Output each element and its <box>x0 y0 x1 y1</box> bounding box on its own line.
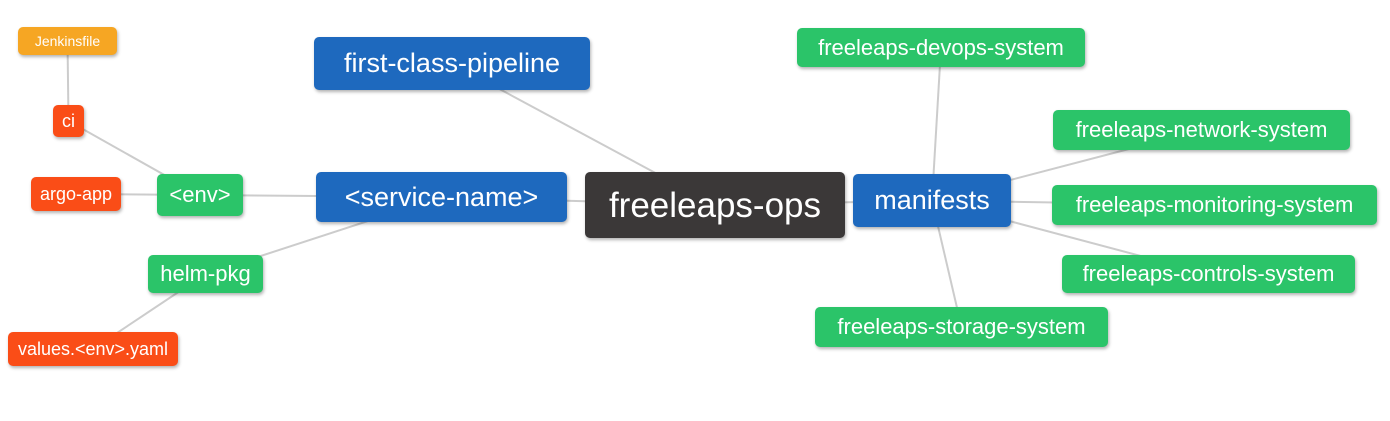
node-env[interactable]: <env> <box>157 174 243 216</box>
node-service-name[interactable]: <service-name> <box>316 172 567 222</box>
node-argo-app[interactable]: argo-app <box>31 177 121 211</box>
node-freeleaps-ops-root[interactable]: freeleaps-ops <box>585 172 845 238</box>
node-helm-pkg[interactable]: helm-pkg <box>148 255 263 293</box>
node-freeleaps-network-system[interactable]: freeleaps-network-system <box>1053 110 1350 150</box>
node-ci[interactable]: ci <box>53 105 84 137</box>
node-values-env-yaml[interactable]: values.<env>.yaml <box>8 332 178 366</box>
node-jenkinsfile[interactable]: Jenkinsfile <box>18 27 117 55</box>
node-freeleaps-storage-system[interactable]: freeleaps-storage-system <box>815 307 1108 347</box>
node-first-class-pipeline[interactable]: first-class-pipeline <box>314 37 590 90</box>
node-manifests[interactable]: manifests <box>853 174 1011 227</box>
node-freeleaps-controls-system[interactable]: freeleaps-controls-system <box>1062 255 1355 293</box>
node-freeleaps-devops-system[interactable]: freeleaps-devops-system <box>797 28 1085 67</box>
node-freeleaps-monitoring-system[interactable]: freeleaps-monitoring-system <box>1052 185 1377 225</box>
